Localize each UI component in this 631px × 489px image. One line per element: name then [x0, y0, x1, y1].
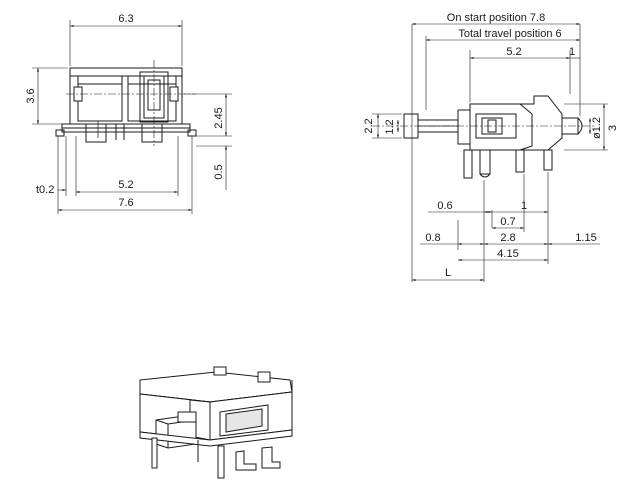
isometric-view	[139, 366, 293, 479]
dim-left-height-outer: 2.2	[363, 118, 375, 133]
dim-28: 2.8	[500, 232, 515, 244]
dim-L: L	[445, 267, 451, 279]
dim-height-right-top: 2.45	[213, 107, 225, 128]
dim-width-top: 6.3	[118, 13, 133, 25]
dim-height-right-bottom: 0.5	[213, 164, 225, 179]
dim-total-travel: Total travel position 6	[458, 28, 561, 40]
dim-07: 0.7	[500, 216, 515, 228]
dim-tip-diameter: ø1.2	[591, 117, 603, 139]
dim-06: 0.6	[437, 200, 452, 212]
dim-overall-width: 7.6	[118, 197, 133, 209]
dim-right-height: 3	[607, 125, 619, 131]
dim-115: 1.15	[575, 232, 596, 244]
front-view: 6.3 3.6 2.45 0.5 t0.2 5.2 7.6	[25, 13, 232, 214]
dim-08: 0.8	[425, 232, 440, 244]
dim-pin-pitch: 5.2	[118, 179, 133, 191]
dim-left-height-inner: 1.2	[384, 119, 396, 134]
dim-start-position: On start position 7.8	[447, 12, 545, 24]
dim-thickness: t0.2	[36, 184, 54, 196]
dim-415: 4.15	[497, 248, 518, 260]
dim-height-left: 3.6	[25, 88, 37, 103]
dim-top-span: 5.2	[506, 46, 521, 58]
dim-top-right: 1	[569, 46, 575, 58]
side-view: On start position 7.8 Total travel posit…	[363, 12, 619, 282]
dim-1: 1	[521, 200, 527, 212]
